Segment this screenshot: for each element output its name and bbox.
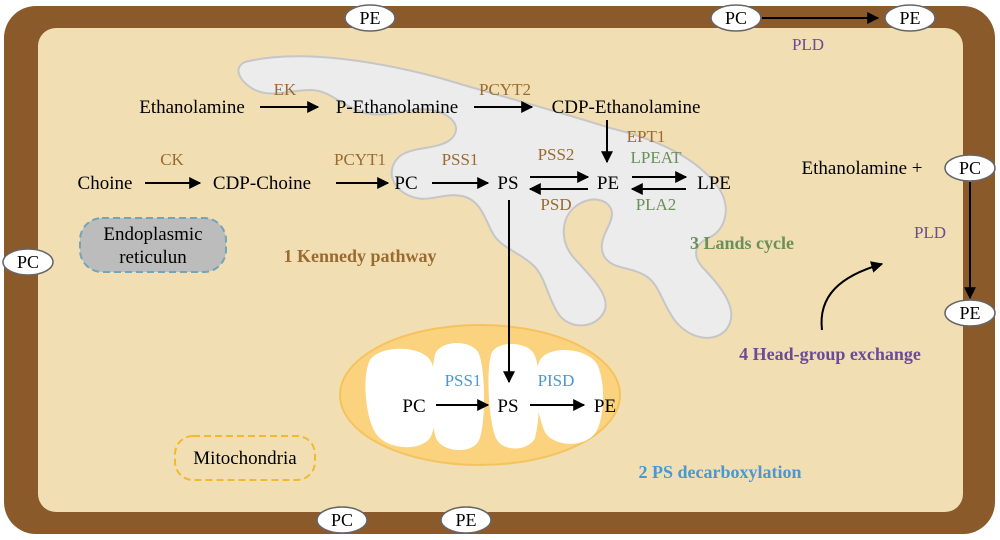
- svg-text:PC: PC: [725, 8, 747, 28]
- enzyme-ck: CK: [160, 150, 184, 169]
- curved-arrow-headgroup: [820, 261, 884, 331]
- mito-legend-label: Mitochondria: [193, 448, 297, 469]
- node-choine: Choine: [78, 173, 133, 194]
- er-legend-line1: Endoplasmic: [103, 224, 202, 245]
- svg-text:PC: PC: [959, 158, 981, 178]
- svg-text:PE: PE: [359, 8, 380, 28]
- enzyme-pld-top: PLD: [792, 35, 824, 54]
- membrane-oval-left-pc: PC: [2, 248, 54, 276]
- enzyme-lpeat: LPEAT: [631, 148, 683, 167]
- endoplasmic-reticulum-shape: [237, 55, 733, 339]
- node-cdp-ethanolamine: CDP-Ethanolamine: [552, 97, 701, 118]
- node-ethanolamine: Ethanolamine: [139, 97, 245, 118]
- mito-node-ps: PS: [497, 396, 518, 417]
- svg-text:PE: PE: [455, 510, 476, 530]
- svg-text:PC: PC: [331, 510, 353, 530]
- mito-node-pc: PC: [402, 396, 425, 417]
- enzyme-pld-right: PLD: [914, 223, 946, 242]
- membrane-oval-bottom-pc: PC: [316, 506, 368, 534]
- er-legend-line2: reticulun: [119, 247, 187, 268]
- enzyme-pisd: PISD: [538, 371, 575, 390]
- membrane-oval-right-pe: PE: [944, 299, 996, 327]
- node-lpe: LPE: [697, 173, 731, 194]
- enzyme-ek: EK: [274, 80, 297, 99]
- enzyme-ept1: EPT1: [627, 127, 666, 146]
- headgroup-title: 4 Head-group exchange: [739, 344, 921, 364]
- headgroup-ethanolamine-plus: Ethanolamine +: [802, 158, 923, 179]
- mitochondrion-shape: [339, 324, 621, 466]
- er-legend-box: [79, 217, 227, 273]
- enzyme-mito-pss1: PSS1: [445, 371, 482, 390]
- node-pc: PC: [394, 173, 417, 194]
- lands-title: 3 Lands cycle: [690, 233, 794, 253]
- svg-text:PE: PE: [959, 303, 980, 323]
- mito-node-pe: PE: [594, 396, 616, 417]
- membrane-oval-right-pc: PC: [944, 154, 996, 182]
- cytoplasm: [38, 28, 963, 512]
- enzyme-pss2: PSS2: [538, 145, 575, 164]
- node-cdp-choine: CDP-Choine: [213, 173, 311, 194]
- membrane-oval-top-pe: PE: [344, 4, 396, 32]
- mito-title: 2 PS decarboxylation: [638, 462, 801, 482]
- mito-legend-box: [174, 435, 316, 481]
- membrane-oval-bottom-pe: PE: [440, 506, 492, 534]
- enzyme-pcyt2: PCYT2: [479, 80, 531, 99]
- kennedy-title: 1 Kennedy pathway: [283, 246, 436, 266]
- enzyme-pss1: PSS1: [442, 150, 479, 169]
- node-p-ethanolamine: P-Ethanolamine: [336, 97, 458, 118]
- svg-text:PE: PE: [899, 8, 920, 28]
- node-ps: PS: [497, 173, 518, 194]
- svg-text:PC: PC: [17, 252, 39, 272]
- enzyme-pcyt1: PCYT1: [334, 150, 386, 169]
- enzyme-pla2: PLA2: [636, 195, 677, 214]
- enzyme-psd: PSD: [540, 195, 571, 214]
- membrane-oval-top-pe2: PE: [884, 4, 936, 32]
- node-pe: PE: [597, 173, 619, 194]
- membrane-oval-top-pc: PC: [710, 4, 762, 32]
